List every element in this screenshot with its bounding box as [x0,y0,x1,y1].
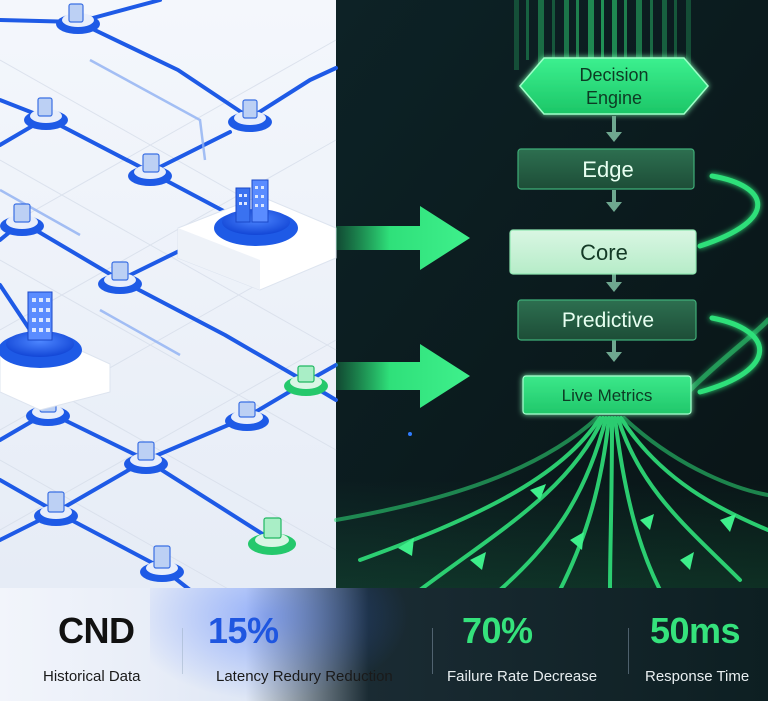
node-right-upper [228,99,272,132]
stage-predictive [517,299,697,341]
server-icon [263,517,282,539]
node-bottom-center [140,545,184,582]
stream-glow [336,480,768,590]
stage-predictive-label: Predictive [562,309,654,332]
hub-platform-right [177,179,337,291]
stat-divider [628,628,629,674]
stat-response: 50ms Response Time [636,588,768,701]
stat-failure-value: 70% [462,610,533,651]
decision-engine-label-line1: Decision [579,65,648,85]
stat-historical-label: Historical Data [43,668,141,685]
data-stream-bars [514,0,691,80]
node-left-upper [24,97,68,130]
node-green-lower [248,517,296,555]
building-icon [137,441,155,461]
node-center-low [124,441,168,474]
stat-divider [182,628,183,674]
stat-response-label: Response Time [645,668,750,685]
stat-response-value: 50ms [650,610,741,651]
node-center-upper [128,153,172,186]
stat-latency: 15% Latency Redury Reduction [190,588,430,701]
stat-failure-label: Failure Rate Decrease [447,668,598,685]
node-left-mid [0,203,44,236]
node-green-upper [284,365,328,396]
document-icon [37,97,53,117]
stat-latency-label: Latency Redury Reduction [216,668,393,685]
stage-core [509,229,697,275]
arrow-right-icon [336,206,470,270]
stage-edge [517,148,695,190]
stage-live-metrics [522,375,692,415]
building-icon [13,203,31,223]
node-right-low [225,401,269,431]
stat-historical-value: CND [58,610,135,651]
document-icon [153,545,171,569]
network-links-secondary [0,58,207,357]
decision-engine-label-line2: Engine [586,88,642,108]
arrow-down-icon [606,116,622,362]
node-top [56,3,100,34]
document-icon [47,491,65,513]
stat-historical: CND Historical Data [0,588,190,701]
stage-core-label: Core [580,240,628,265]
building-icon [68,3,84,23]
stage-live-metrics-label: Live Metrics [562,386,653,405]
node-bottom-left [34,491,78,526]
stat-failure: 70% Failure Rate Decrease [440,588,620,701]
stat-divider [432,628,433,674]
document-icon [111,261,129,281]
server-icon [297,365,315,383]
server-icon [238,401,256,418]
stage-edge-label: Edge [582,157,633,182]
document-icon [242,99,258,119]
hub-platform-left [0,291,111,411]
spark-dot [408,432,412,436]
arrow-right-icon [336,344,470,408]
node-center-mid [98,261,142,294]
server-icon [142,153,160,173]
stats-bar [0,588,768,701]
feedback-loops [687,173,768,395]
stat-latency-value: 15% [208,610,279,651]
decision-engine-node [519,57,709,115]
